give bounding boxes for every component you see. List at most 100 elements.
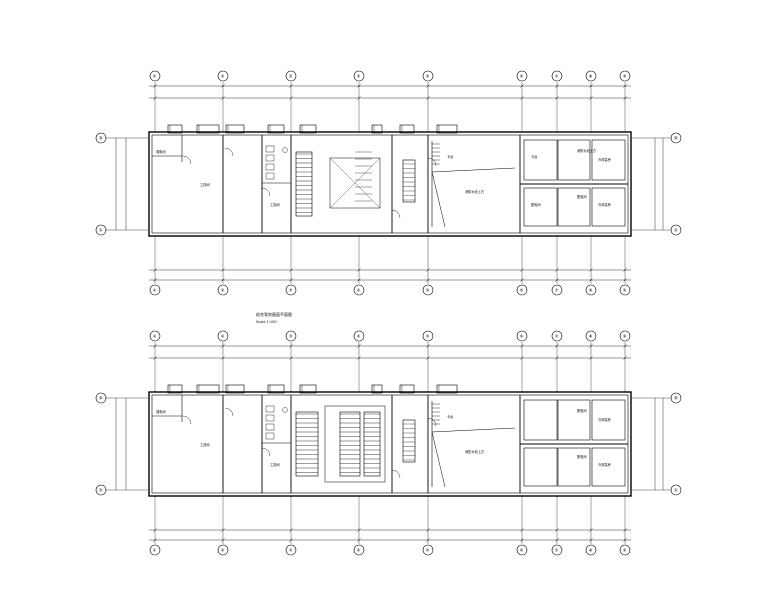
room-label: 消防水池上方 (465, 449, 484, 454)
grid-label: ① (153, 288, 157, 293)
dimension-tick (589, 96, 593, 100)
grid-label: ② (221, 548, 225, 553)
outer-wall (148, 131, 632, 237)
grid-label: ⑤ (426, 334, 430, 339)
dimension-tick (357, 96, 361, 100)
room-label: 工具间 (200, 182, 210, 187)
room-label: 配电间 (577, 454, 587, 459)
dimension-tick (426, 344, 430, 348)
dimension-tick (221, 538, 225, 542)
dimension-tick (289, 96, 293, 100)
dimension-tick (221, 268, 225, 272)
window-frame (436, 124, 458, 134)
grid-label: ⑤ (426, 74, 430, 79)
dimension-tick (426, 538, 430, 542)
door-swing (224, 407, 234, 417)
grid-label: ⑧ (589, 334, 593, 339)
door-swing (391, 209, 401, 219)
fixture (265, 423, 275, 431)
grid-bubble (585, 284, 597, 296)
dimension-tick (289, 84, 293, 88)
grid-label: Ⓑ (674, 135, 678, 141)
dimension-tick (289, 344, 293, 348)
dimension-tick (289, 538, 293, 542)
grid-label: ② (221, 334, 225, 339)
fixture (265, 172, 275, 180)
outer-wall (148, 391, 632, 497)
dimension-tick (221, 528, 225, 532)
equipment-cross (329, 157, 381, 209)
window-frame (399, 124, 415, 134)
door-swing (261, 187, 271, 197)
slope-line (431, 167, 516, 173)
grid-bubble (422, 70, 434, 82)
room-label: 冷却泵房 (598, 417, 611, 422)
grid-bubble (149, 330, 161, 342)
dimension-tick (153, 268, 157, 272)
grid-label: ① (153, 74, 157, 79)
grid-label: ⑨ (623, 288, 627, 293)
dimension-tick (623, 278, 627, 282)
dimension-tick (623, 528, 627, 532)
window-frame (167, 384, 183, 394)
grid-bubble (149, 70, 161, 82)
grid-bubble (585, 544, 597, 556)
dimension-tick (623, 268, 627, 272)
grid-label: ③ (289, 548, 293, 553)
slope-line (431, 431, 446, 488)
dimension-tick (289, 268, 293, 272)
door-swing (427, 417, 437, 427)
dimension-tick (520, 356, 524, 360)
dimension-tick (221, 356, 225, 360)
room-box (557, 187, 591, 227)
grid-label: ⑨ (623, 74, 627, 79)
grid-label: ⑧ (589, 74, 593, 79)
dimension-tick (221, 278, 225, 282)
dimension-tick (357, 278, 361, 282)
grid-label: ④ (357, 288, 361, 293)
ladder (402, 419, 416, 463)
ladder (402, 159, 416, 203)
fixture (265, 145, 275, 153)
stair (295, 411, 319, 477)
dimension-tick (520, 278, 524, 282)
grid-bubble (619, 70, 631, 82)
window-frame (299, 384, 317, 394)
room-label: 冷却泵房 (598, 462, 611, 467)
room-box (523, 187, 558, 227)
plan-scale: Scale 1:100 (256, 320, 277, 324)
dimension-tick (426, 84, 430, 88)
grid-label: ⑥ (520, 288, 524, 293)
fixture (282, 407, 288, 413)
grid-label: ⑧ (589, 548, 593, 553)
room-box (557, 447, 591, 487)
grid-label: ④ (357, 548, 361, 553)
room-label: 冷却泵房 (598, 202, 611, 207)
room-box (591, 187, 626, 227)
grid-label: ⑦ (555, 548, 559, 553)
grid-label: Ⓑ (674, 395, 678, 401)
grid-label: ④ (357, 74, 361, 79)
room-label: 工具间 (270, 202, 280, 207)
dimension-tick (589, 538, 593, 542)
grid-label: ⑥ (520, 548, 524, 553)
dimension-tick (426, 96, 430, 100)
grid-label: ⑥ (520, 74, 524, 79)
dimension-tick (153, 344, 157, 348)
dimension-tick (555, 356, 559, 360)
grid-bubble (619, 330, 631, 342)
grid-bubble (285, 70, 297, 82)
grid-bubble (285, 330, 297, 342)
grid-label: Ⓐ (99, 487, 103, 493)
dimension-tick (426, 268, 430, 272)
dimension-tick (153, 528, 157, 532)
grid-bubble (551, 284, 563, 296)
window-frame (267, 124, 285, 134)
grid-bubble (353, 330, 365, 342)
grid-bubble (422, 544, 434, 556)
grid-bubble (217, 284, 229, 296)
grid-label: ⑤ (426, 288, 430, 293)
stair (363, 411, 381, 477)
